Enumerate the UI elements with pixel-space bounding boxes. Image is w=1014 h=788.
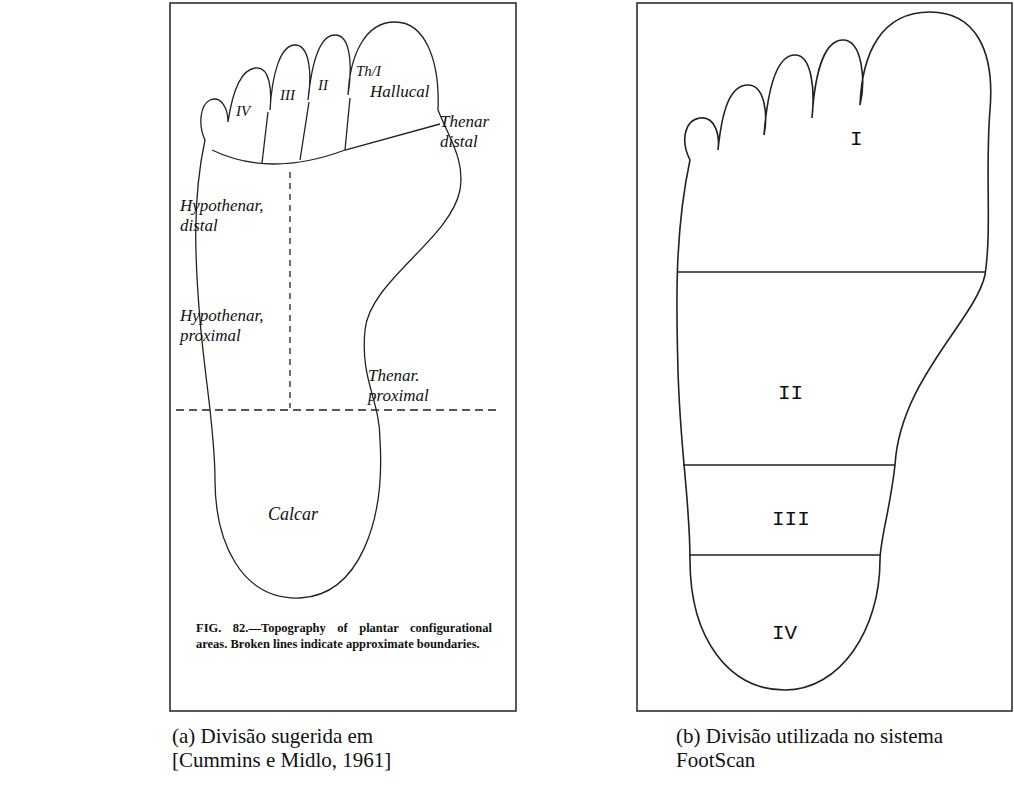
figure-caption: FIG. 82.—Topography of plantar configura…	[196, 620, 492, 653]
region-label: Thenar distal	[440, 112, 510, 151]
boundary-line	[345, 98, 350, 150]
region-label: Hypothenar, distal	[180, 196, 280, 235]
panel-caption: (b) Divisão utilizada no sistema FootSca…	[676, 724, 951, 772]
region-number: I	[850, 128, 863, 152]
region-divider	[677, 271, 986, 272]
boundary-line	[262, 112, 268, 163]
region-number: III	[772, 508, 810, 532]
boundary-line	[300, 102, 309, 160]
region-label: Calcar	[268, 504, 318, 525]
region-label: III	[280, 86, 295, 106]
foot-outline	[677, 12, 991, 690]
region-number: IV	[772, 622, 797, 646]
dashed-boundary	[289, 172, 290, 408]
dashed-boundary	[176, 409, 498, 410]
region-label: IV	[236, 102, 250, 122]
region-divider	[683, 464, 895, 465]
panel-frame	[170, 3, 516, 711]
region-label: Hypothenar, proximal	[180, 306, 280, 345]
region-label: Th/I	[356, 62, 381, 82]
region-label: II	[318, 76, 328, 96]
region-label: Hallucal	[370, 82, 450, 102]
region-number: II	[778, 382, 803, 406]
panel-frame	[637, 3, 1012, 711]
region-divider	[689, 554, 881, 555]
region-label: Thenar. proximal	[368, 366, 458, 405]
boundary-line	[212, 124, 440, 164]
panel-caption: (a) Divisão sugerida em [Cummins e Midlo…	[172, 724, 457, 772]
